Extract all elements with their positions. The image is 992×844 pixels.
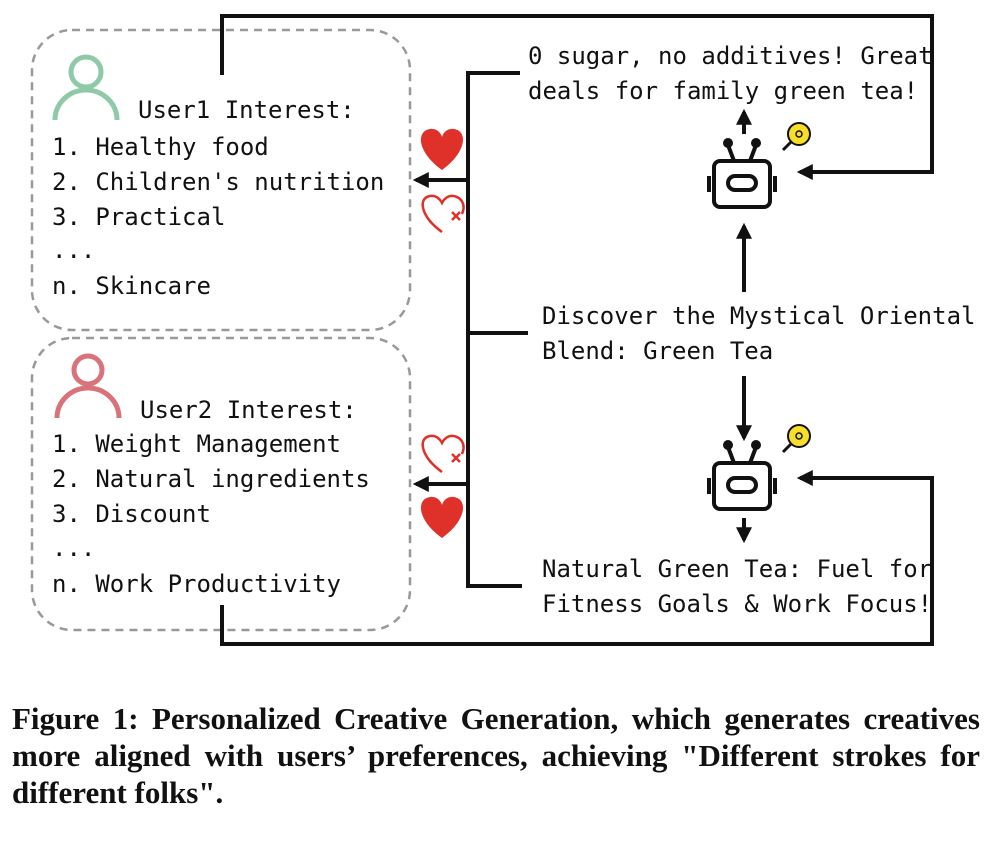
- figure-caption: Figure 1: Personalized Creative Generati…: [12, 701, 980, 810]
- top-feedback-loop: [220, 14, 934, 180]
- robot-icon: [707, 138, 777, 209]
- broken-heart-x-icon: [421, 194, 465, 234]
- broken-heart-x-icon: [421, 434, 465, 474]
- user1-interest-item: ...: [52, 236, 95, 264]
- robot-icon: [707, 440, 777, 511]
- user2-interest-item: ...: [52, 534, 95, 562]
- user1-interest-item: 1. Healthy food: [52, 133, 269, 161]
- user1-interest-box: User1 Interest: 1. Healthy food 2. Child…: [30, 28, 412, 332]
- creative-top-line: deals for family green tea!: [528, 77, 918, 105]
- user-icon: [52, 54, 120, 121]
- user2-interest-item: 2. Natural ingredients: [52, 465, 370, 493]
- creative-middle-line: Blend: Green Tea: [542, 337, 773, 365]
- personalized-generation-diagram: User1 Interest: 1. Healthy food 2. Child…: [30, 14, 975, 646]
- user1-interest-item: 3. Practical: [52, 203, 225, 231]
- heart-icon: [420, 496, 464, 538]
- user1-interest-item: n. Skincare: [52, 272, 211, 300]
- user2-interest-item: 3. Discount: [52, 500, 211, 528]
- user1-interest-item: 2. Children's nutrition: [52, 168, 384, 196]
- user1-title: User1 Interest:: [138, 96, 355, 124]
- creative-bottom-line: Fitness Goals & Work Focus!: [542, 590, 932, 618]
- creative-bottom-line: Natural Green Tea: Fuel for: [542, 555, 932, 583]
- user2-interest-box: User2 Interest: 1. Weight Management 2. …: [30, 336, 412, 632]
- user2-title: User2 Interest:: [140, 396, 357, 424]
- bottom-feedback-loop: [220, 470, 934, 646]
- creative-trunk-line: [466, 71, 522, 588]
- user2-interest-item: n. Work Productivity: [52, 570, 341, 598]
- user2-interest-item: 1. Weight Management: [52, 430, 341, 458]
- lightbulb-icon: [781, 122, 811, 152]
- creative-top-line: 0 sugar, no additives! Great: [528, 42, 933, 70]
- lightbulb-icon: [781, 424, 811, 454]
- user-icon: [54, 353, 122, 419]
- creative-middle-line: Discover the Mystical Oriental: [542, 302, 975, 330]
- heart-icon: [420, 128, 464, 170]
